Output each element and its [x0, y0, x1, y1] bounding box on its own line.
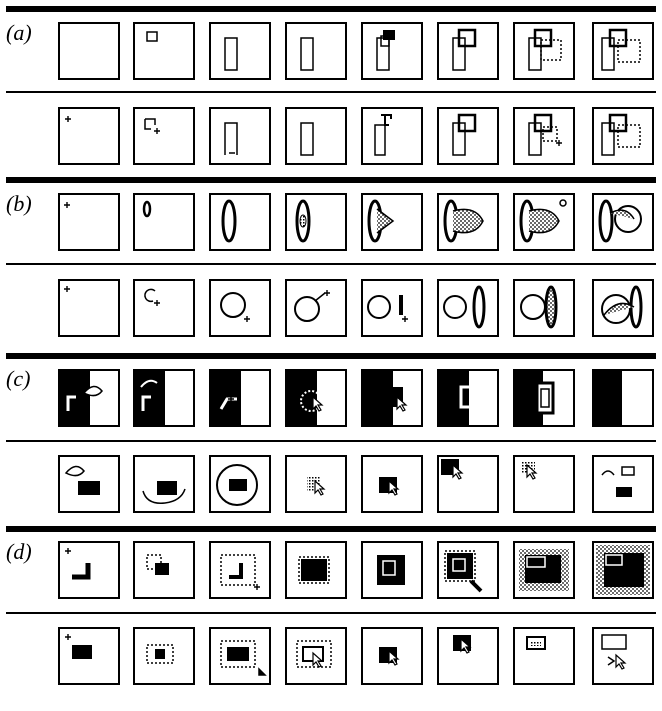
partial-rectangle	[145, 119, 155, 129]
filled-rect	[616, 487, 632, 497]
small-rect	[622, 467, 634, 475]
filled-rect	[229, 479, 247, 491]
drag-line	[315, 293, 325, 301]
filled-rect	[155, 563, 169, 575]
filled-rect	[155, 649, 165, 659]
crosshair-cursor-icon	[65, 116, 71, 122]
filled-rect	[301, 559, 327, 581]
partial-square	[381, 115, 391, 125]
crosshair-cursor-icon	[65, 634, 71, 640]
circle	[444, 296, 466, 318]
circle	[368, 296, 390, 318]
small-circle	[560, 200, 566, 206]
hatched-ellipse	[300, 215, 306, 227]
dotted-wedge	[377, 209, 393, 233]
lasso-loop	[66, 466, 84, 475]
l-shape	[72, 563, 88, 577]
rect-outline	[602, 635, 626, 649]
l-shape	[229, 563, 241, 577]
tall-ellipse	[600, 201, 612, 241]
small-ellipse	[144, 202, 150, 216]
filled-rect	[525, 555, 561, 583]
tall-ellipse	[223, 201, 235, 241]
filled-rect	[227, 647, 249, 661]
open-rectangle	[225, 123, 237, 155]
crosshair-cursor-icon	[64, 286, 70, 292]
crosshair-cursor-icon	[244, 316, 250, 322]
drag-handle	[471, 581, 481, 591]
filled-rect	[447, 553, 473, 579]
tall-rectangle	[375, 125, 385, 155]
filled-rect	[377, 555, 405, 585]
dotted-loop	[453, 209, 483, 232]
white-outline	[624, 385, 638, 409]
tall-rectangle	[301, 123, 313, 155]
dashed-rect	[221, 555, 255, 585]
partial-circle	[145, 289, 155, 301]
crosshair-cursor-icon	[324, 290, 330, 296]
arrow-cursor-icon	[313, 653, 322, 667]
tall-rectangle	[225, 38, 237, 70]
clip-shape	[537, 383, 553, 413]
filled-rect	[78, 481, 100, 495]
tall-rectangle	[377, 38, 389, 70]
resize-corner	[259, 669, 265, 675]
arrow-cursor-icon	[616, 655, 625, 669]
tall-rectangle	[602, 38, 614, 70]
crosshair-cursor-icon	[154, 128, 160, 134]
tall-rectangle	[301, 38, 313, 70]
filled-rect	[72, 645, 92, 659]
tall-ellipse	[474, 287, 484, 327]
dotted-loop	[529, 209, 559, 232]
dotted-fill	[610, 210, 634, 219]
black-panel	[439, 371, 469, 425]
dashed-square	[618, 125, 640, 147]
filled-rect	[157, 481, 177, 495]
tall-rectangle	[602, 123, 614, 155]
crosshair-cursor-icon	[65, 548, 71, 554]
crosshair-cursor-icon	[64, 202, 70, 208]
crosshair-cursor-icon	[154, 300, 160, 306]
circle	[221, 293, 245, 317]
dotted-ellipse	[546, 287, 556, 327]
hatched-inner	[531, 641, 541, 646]
circle	[521, 295, 545, 319]
crosshair-cursor-icon	[402, 316, 408, 322]
dashed-square	[618, 40, 640, 62]
small-square	[147, 32, 157, 41]
lasso-loop	[602, 471, 614, 475]
black-panel	[594, 371, 622, 425]
filled-rect	[604, 553, 644, 587]
chevron	[608, 657, 614, 665]
